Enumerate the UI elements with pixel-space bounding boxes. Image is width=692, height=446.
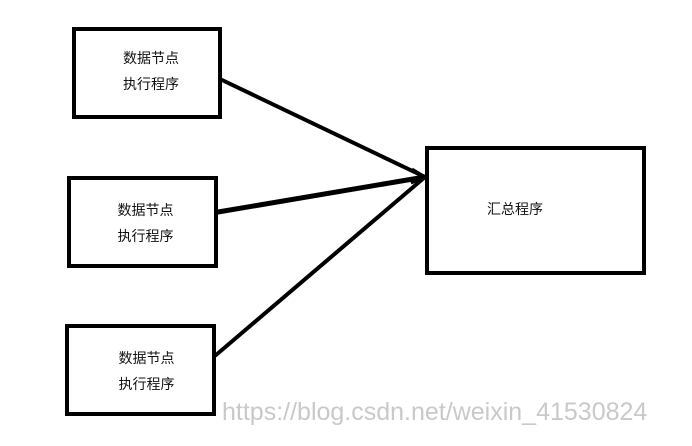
- data-node-label-1: 数据节点 执行程序: [123, 46, 179, 98]
- data-node-label-2: 数据节点 执行程序: [118, 198, 174, 250]
- node-text-line: 执行程序: [117, 229, 174, 245]
- node-text-line: 数据节点: [123, 51, 179, 67]
- node-text-line: 汇总程序: [487, 201, 543, 218]
- data-node-box-1: 数据节点 执行程序: [72, 27, 222, 119]
- arrow-node-2-to-summary: [215, 174, 428, 215]
- node-text-line: 执行程序: [118, 377, 175, 393]
- node-text-line: 执行程序: [123, 77, 179, 93]
- summary-program-box: 汇总程序: [425, 146, 646, 275]
- arrow-node-1-to-summary: [220, 78, 427, 179]
- data-node-box-3: 数据节点 执行程序: [65, 324, 216, 416]
- data-node-box-2: 数据节点 执行程序: [67, 176, 218, 268]
- summary-program-label: 汇总程序: [487, 197, 543, 223]
- node-text-line: 数据节点: [118, 351, 175, 367]
- node-text-line: 数据节点: [117, 203, 174, 219]
- data-node-label-3: 数据节点 执行程序: [119, 346, 175, 398]
- arrow-node-3-to-summary: [214, 175, 427, 357]
- watermark-text: https://blog.csdn.net/weixin_41530824: [222, 398, 648, 426]
